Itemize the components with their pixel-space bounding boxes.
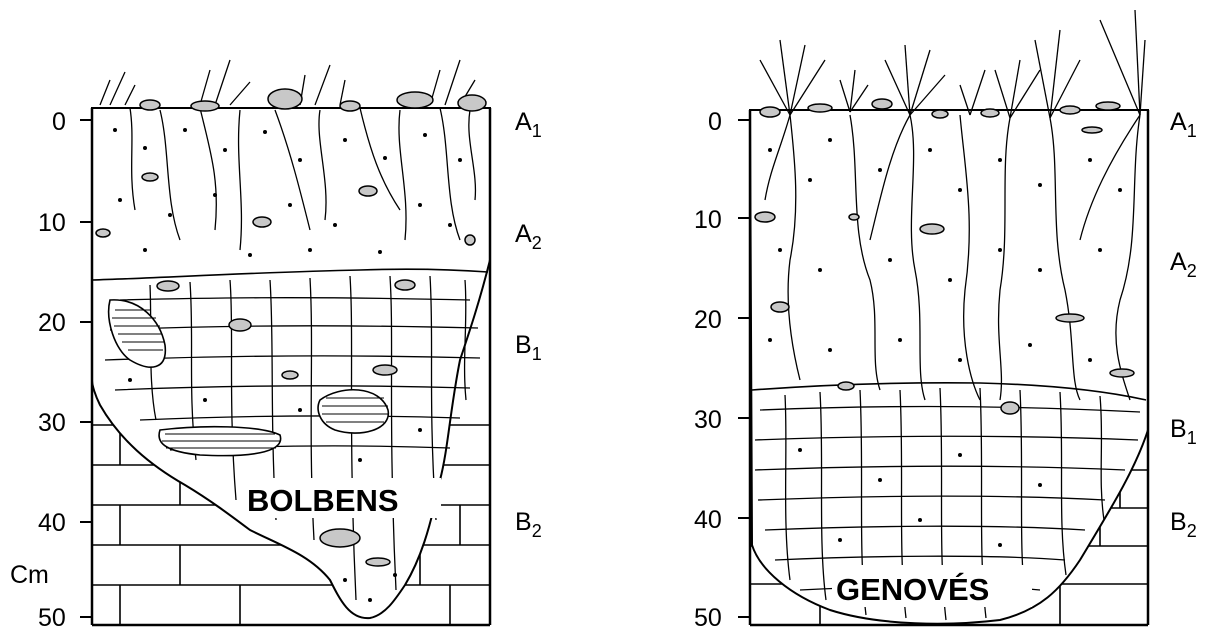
axis-unit-label: Cm xyxy=(10,561,49,589)
horizon-label: A2 xyxy=(515,220,542,253)
tick-label: 50 xyxy=(38,604,66,630)
horizon-label: A1 xyxy=(515,108,542,141)
genoves-horizon-labels: A1 A2 B1 B2 xyxy=(1170,108,1197,541)
horizon-label: B1 xyxy=(515,331,542,364)
tick-label: 20 xyxy=(694,306,722,334)
horizon-label: B1 xyxy=(1170,415,1197,448)
bolbens-horizon-labels: A1 A2 B1 B2 xyxy=(515,108,542,541)
genoves-surface-vegetation xyxy=(760,10,1145,118)
tick-label: 0 xyxy=(52,108,66,136)
tick-label: 0 xyxy=(708,108,722,136)
tick-label: 30 xyxy=(38,409,66,437)
profile-genoves: 0 10 20 30 40 50 A1 A2 B1 B2 GENOVÉS xyxy=(694,10,1197,630)
profile-bolbens: 0 10 20 30 40 50 Cm A1 A2 B1 B2 BOLBENS xyxy=(10,60,542,630)
tick-label: 10 xyxy=(694,206,722,234)
site-label-genoves: GENOVÉS xyxy=(836,572,989,607)
genoves-axis-ticks xyxy=(738,120,750,617)
tick-label: 20 xyxy=(38,309,66,337)
tick-label: 40 xyxy=(38,509,66,537)
site-label-bolbens: BOLBENS xyxy=(247,483,399,518)
tick-label: 40 xyxy=(694,506,722,534)
tick-label: 10 xyxy=(38,209,66,237)
genoves-soil-body xyxy=(750,110,1148,624)
bolbens-axis-labels: 0 10 20 30 40 50 Cm xyxy=(10,108,66,630)
genoves-axis-labels: 0 10 20 30 40 50 xyxy=(694,108,722,630)
horizon-label: A1 xyxy=(1170,108,1197,141)
bolbens-axis-ticks xyxy=(80,120,92,617)
horizon-label: B2 xyxy=(1170,508,1197,541)
tick-label: 30 xyxy=(694,406,722,434)
tick-label: 50 xyxy=(694,604,722,630)
horizon-label: B2 xyxy=(515,508,542,541)
horizon-label: A2 xyxy=(1170,248,1197,281)
